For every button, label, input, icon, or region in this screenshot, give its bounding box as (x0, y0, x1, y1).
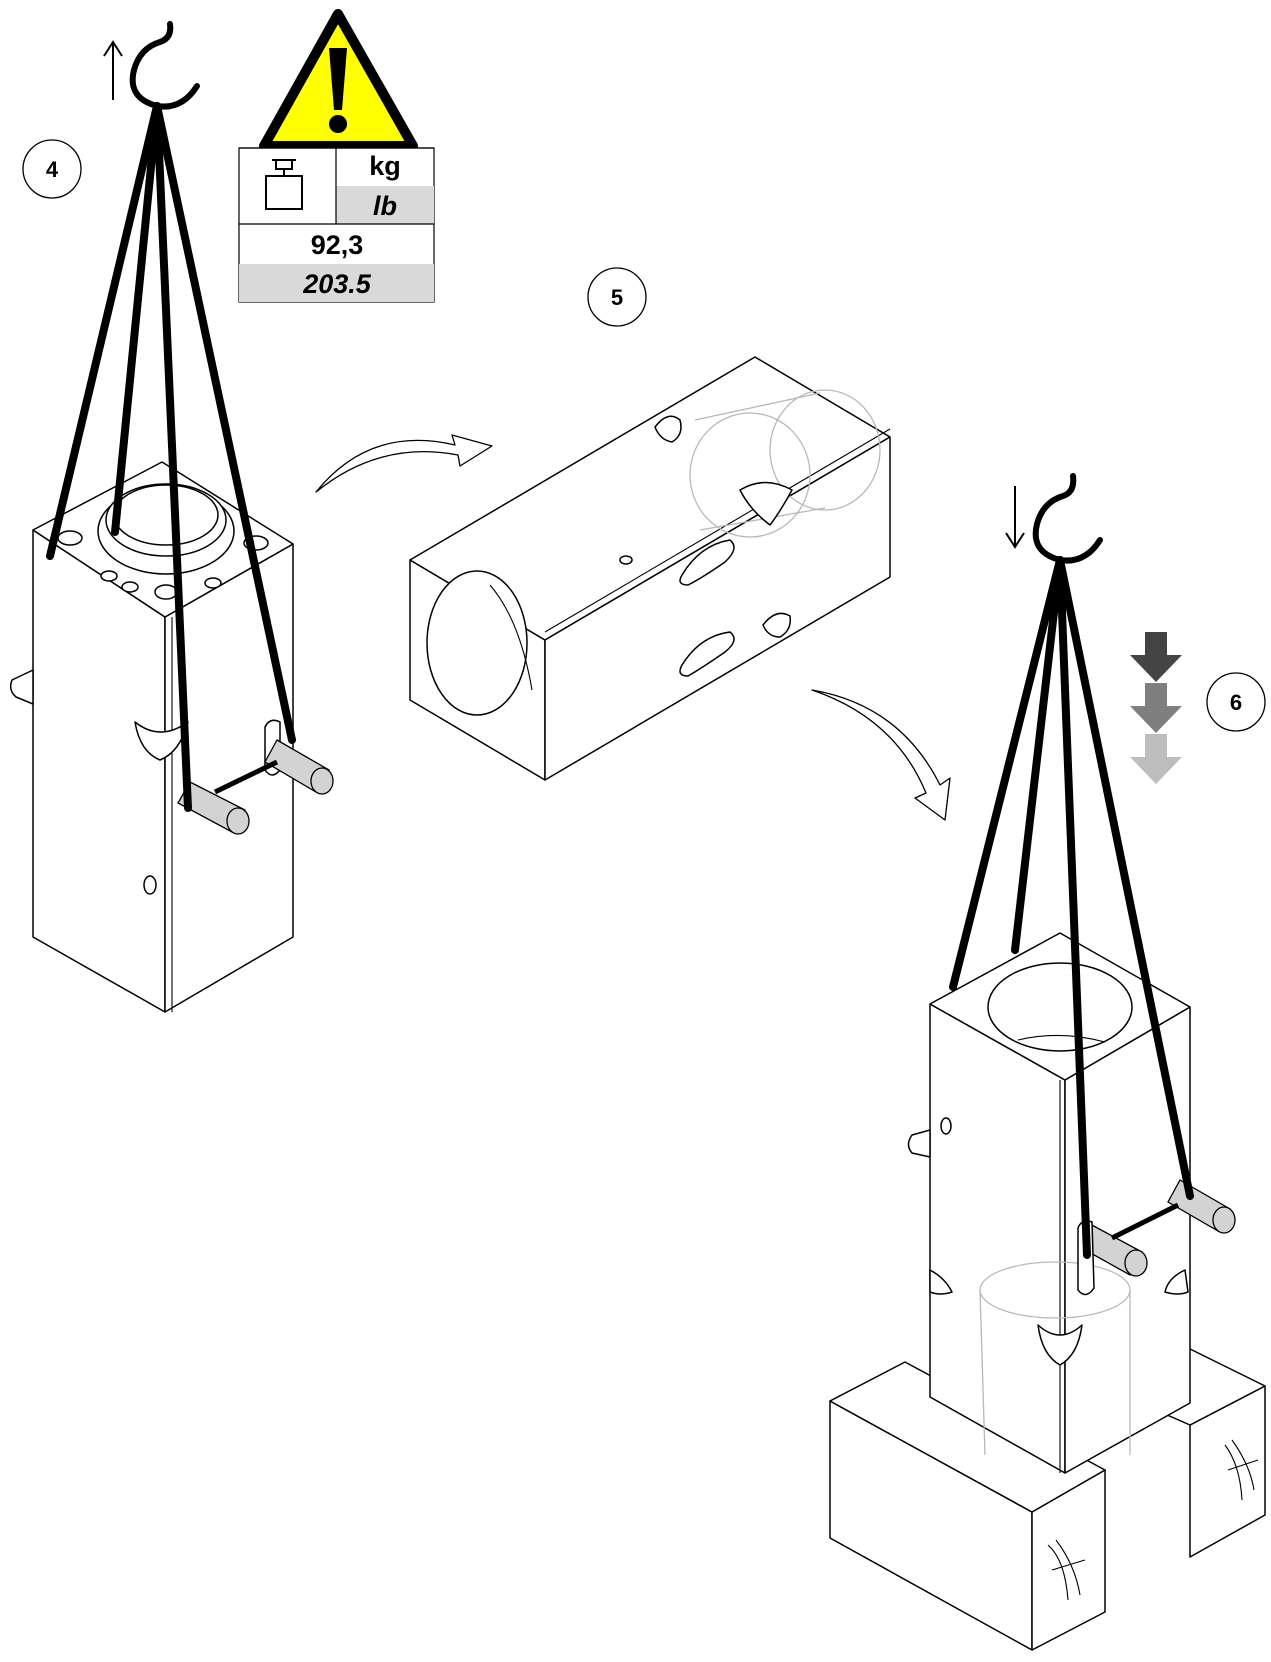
step6-strap (1056, 556, 1194, 1200)
step4-strap (46, 102, 161, 560)
step5-slot (739, 481, 793, 526)
step6-bore-inner (1017, 1034, 1106, 1043)
lower-arrow-mid (1130, 683, 1182, 733)
arrow-up-icon (103, 40, 123, 100)
unit-kg-label: kg (369, 151, 401, 181)
step6-top-bore (987, 962, 1133, 1052)
step4-hole (121, 581, 139, 593)
step5-end-bore-outer (426, 570, 528, 716)
weight-warning-label: kg lb 92,3 203.5 (238, 9, 435, 303)
step4-side-hole (143, 875, 157, 895)
step-4-illustration (9, 21, 334, 1013)
step4-pin-bar (213, 759, 279, 795)
wood-grain (1224, 1439, 1259, 1501)
step6-strap (1056, 556, 1091, 1259)
step6-slot (1037, 1324, 1083, 1366)
wood-grain (1047, 1539, 1086, 1601)
step-5-illustration (409, 356, 891, 781)
step5-ghost-ring (769, 389, 881, 511)
step6-side-hole (940, 1117, 952, 1135)
flow-arrow-5-to-6 (811, 689, 951, 821)
weight-icon (265, 159, 303, 210)
step4-hole (154, 584, 178, 600)
step-number-6: 6 (1230, 690, 1242, 715)
step6-pin-bar (1110, 1202, 1180, 1241)
step4-crane-hook (129, 21, 174, 109)
flow-arrow-4-to-5 (315, 434, 493, 493)
lower-arrow-dark (1130, 632, 1182, 682)
support-block-front-top (829, 1361, 1106, 1513)
weight-lb-value: 203.5 (302, 269, 372, 299)
step5-hole (619, 555, 633, 565)
weight-table-shade (336, 186, 434, 224)
step-6-illustration (829, 473, 1266, 1651)
step-badge-6: 6 (1206, 672, 1266, 732)
step4-hole (57, 530, 83, 546)
step4-side-notch (9, 669, 34, 705)
step4-strap (153, 102, 192, 812)
step4-ring-inner (113, 484, 219, 546)
step-number-5: 5 (611, 285, 623, 310)
step6-crane-hook (1032, 473, 1077, 563)
lower-arrow-light (1130, 734, 1182, 784)
step6-crane-hook (1057, 537, 1103, 564)
step5-notch (654, 415, 682, 443)
step-badge-5: 5 (587, 267, 647, 327)
step5-ghost-line (694, 392, 821, 421)
weight-table-shade (239, 264, 434, 302)
step4-crane-hook (154, 83, 200, 110)
step5-slot (679, 631, 735, 677)
step6-pin-end (1124, 1249, 1148, 1277)
step6-pin-end (1212, 1206, 1236, 1234)
step5-edge-line (544, 428, 891, 633)
step6-ghost-line (979, 1289, 986, 1456)
step5-end-bore-inner (489, 584, 533, 691)
step-badge-4: 4 (22, 139, 82, 199)
unit-lb-label: lb (373, 191, 397, 221)
step4-hole (204, 577, 222, 589)
exclamation-mark (329, 48, 347, 110)
step4-hole (100, 570, 118, 582)
step6-block-left-face (929, 1003, 1066, 1474)
step6-strap (949, 556, 1064, 991)
arrow-down-icon (1005, 486, 1025, 549)
step4-pin-end (226, 807, 250, 835)
step6-side-notch (1164, 1269, 1189, 1295)
step5-slot (679, 539, 735, 586)
step4-pin-end (310, 767, 334, 795)
step6-side-notch (929, 1269, 953, 1295)
step4-strap (153, 102, 296, 744)
step4-strap (111, 102, 161, 536)
step6-strap (1011, 556, 1064, 954)
weight-kg-value: 92,3 (311, 230, 364, 260)
step5-notch (762, 612, 792, 638)
step6-side-notch (907, 1129, 931, 1158)
step5-ghost-ring (689, 412, 811, 538)
step4-slot (134, 721, 189, 761)
step-number-4: 4 (46, 157, 59, 182)
lowering-indicator-icon (1130, 632, 1182, 784)
exclamation-dot (329, 115, 347, 133)
